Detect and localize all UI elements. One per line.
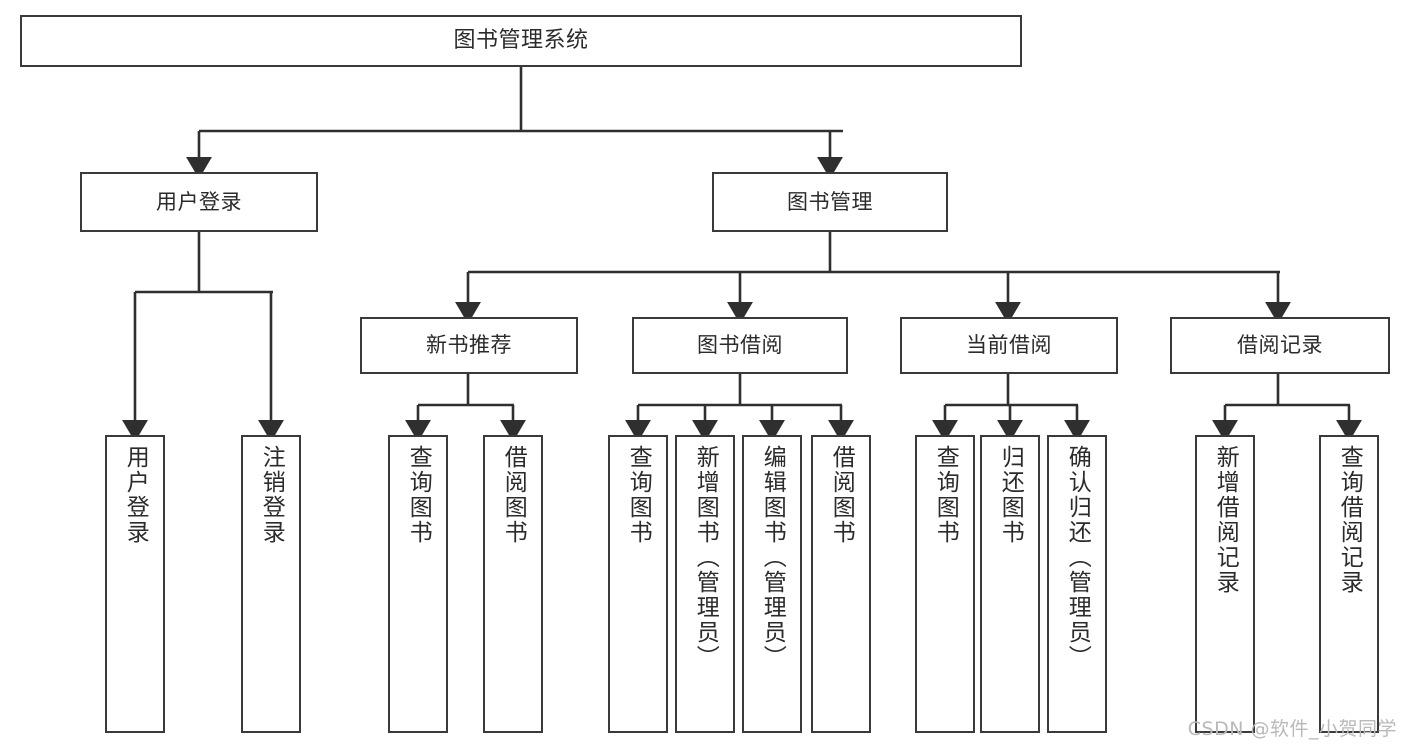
node-root[interactable]: 图书管理系统 (20, 15, 1022, 67)
node-leaf-user-login[interactable]: 用户登录 (105, 435, 165, 733)
node-leaf-query-record[interactable]: 查询借阅记录 (1319, 435, 1379, 733)
node-book-borrow[interactable]: 图书借阅 (632, 317, 848, 374)
node-user-login-label: 用户登录 (156, 189, 242, 214)
node-leaf-borrow-book-1[interactable]: 借阅图书 (483, 435, 543, 733)
node-book-borrow-label: 图书借阅 (697, 333, 783, 358)
node-leaf-borrow-book-1-label: 借阅图书 (500, 445, 527, 545)
node-leaf-edit-book-label: 编辑图书（管理员） (759, 445, 786, 670)
node-leaf-query-book-1-label: 查询图书 (405, 445, 432, 545)
node-new-book-rec[interactable]: 新书推荐 (360, 317, 578, 374)
node-leaf-add-record-label: 新增借阅记录 (1212, 445, 1239, 595)
node-leaf-confirm-return-label: 确认归还（管理员） (1064, 445, 1091, 670)
node-leaf-query-book-3-label: 查询图书 (932, 445, 959, 545)
node-leaf-query-book-2-label: 查询图书 (625, 445, 652, 545)
node-leaf-confirm-return[interactable]: 确认归还（管理员） (1047, 435, 1107, 733)
node-leaf-borrow-book-2[interactable]: 借阅图书 (811, 435, 871, 733)
node-user-login[interactable]: 用户登录 (80, 172, 318, 232)
node-leaf-query-book-1[interactable]: 查询图书 (388, 435, 448, 733)
node-root-label: 图书管理系统 (453, 28, 589, 54)
node-leaf-add-book[interactable]: 新增图书（管理员） (675, 435, 735, 733)
node-leaf-borrow-book-2-label: 借阅图书 (828, 445, 855, 545)
node-borrow-record[interactable]: 借阅记录 (1170, 317, 1390, 374)
node-leaf-query-book-2[interactable]: 查询图书 (608, 435, 668, 733)
node-leaf-user-login-label: 用户登录 (122, 445, 149, 545)
node-book-manage-label: 图书管理 (787, 189, 873, 214)
node-leaf-edit-book[interactable]: 编辑图书（管理员） (742, 435, 802, 733)
node-leaf-user-logout[interactable]: 注销登录 (241, 435, 301, 733)
node-leaf-return-book[interactable]: 归还图书 (980, 435, 1040, 733)
node-current-borrow[interactable]: 当前借阅 (900, 317, 1118, 374)
node-book-manage[interactable]: 图书管理 (712, 172, 948, 232)
node-leaf-return-book-label: 归还图书 (997, 445, 1024, 545)
node-leaf-add-book-label: 新增图书（管理员） (692, 445, 719, 670)
node-leaf-add-record[interactable]: 新增借阅记录 (1195, 435, 1255, 733)
node-leaf-query-record-label: 查询借阅记录 (1336, 445, 1363, 595)
node-leaf-query-book-3[interactable]: 查询图书 (915, 435, 975, 733)
node-borrow-record-label: 借阅记录 (1237, 333, 1323, 358)
node-leaf-user-logout-label: 注销登录 (258, 445, 285, 545)
node-new-book-rec-label: 新书推荐 (426, 333, 512, 358)
node-current-borrow-label: 当前借阅 (966, 333, 1052, 358)
csdn-watermark: CSDN @软件_小贺同学 (1187, 718, 1397, 740)
